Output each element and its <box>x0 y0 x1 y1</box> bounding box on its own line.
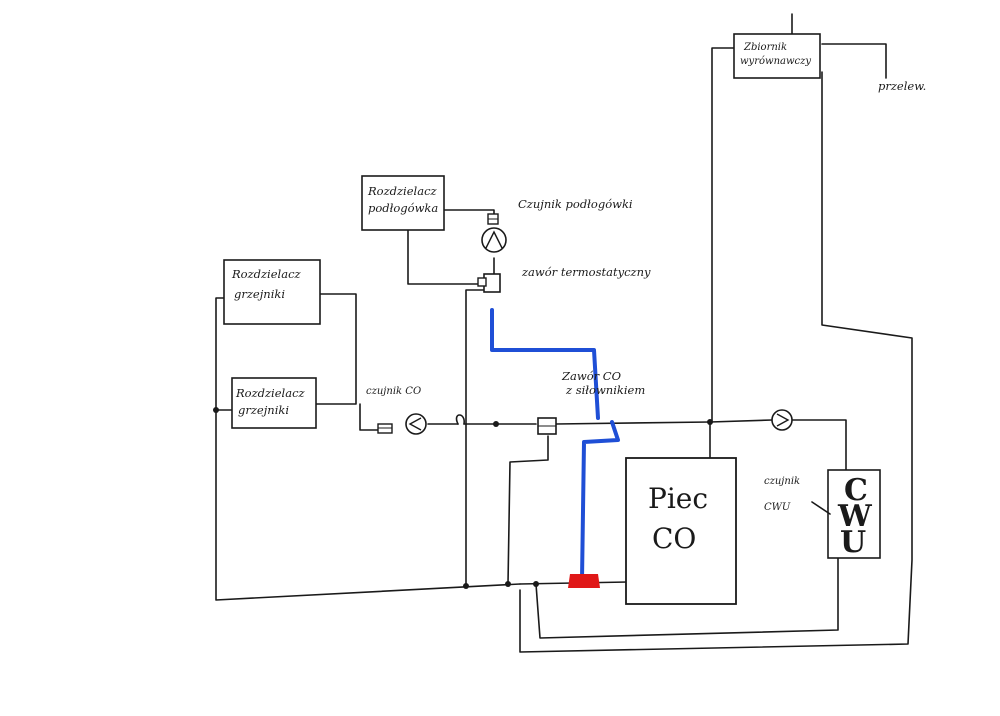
svg-text:podłogówka: podłogówka <box>368 201 438 215</box>
svg-text:wyrównawczy: wyrównawczy <box>740 56 811 67</box>
svg-text:U: U <box>840 525 866 560</box>
svg-text:Piec: Piec <box>648 482 708 515</box>
svg-text:C: C <box>844 473 868 508</box>
radiator-manifold-top: Rozdzielacz grzejniki <box>223 259 321 325</box>
overflow-label: przelew. <box>878 79 926 93</box>
pipe-network <box>215 13 913 653</box>
cwu-tank: C W U <box>827 469 881 560</box>
expansion-tank: Zbiornik wyrównawczy <box>733 33 821 79</box>
svg-text:Rozdzielacz: Rozdzielacz <box>235 386 306 400</box>
svg-text:grzejniki: grzejniki <box>234 287 285 301</box>
co-valve-label-1: Zawór CO <box>561 369 622 383</box>
pump-icon <box>771 409 793 431</box>
pump-icon <box>405 413 427 435</box>
sensor-icon <box>487 213 499 225</box>
svg-text:W: W <box>837 499 873 534</box>
svg-text:Rozdzielacz: Rozdzielacz <box>231 267 302 281</box>
furnace-co: Piec CO <box>625 457 737 605</box>
red-tee-marker <box>568 574 600 588</box>
floor-heating-manifold: Rozdzielacz podłogówka <box>361 175 445 231</box>
thermostatic-valve-icon <box>477 273 501 293</box>
floor-sensor-label: Czujnik podłogówki <box>518 197 633 211</box>
actuator-valve-icon <box>537 417 557 435</box>
thermostatic-valve-label: zawór termostatyczny <box>521 265 651 279</box>
cwu-sensor-label-1: czujnik <box>764 476 800 487</box>
co-valve-label-2: z siłownikiem <box>565 383 645 397</box>
co-sensor-label: czujnik CO <box>366 386 421 397</box>
junction-dot-icon <box>213 407 713 589</box>
cwu-sensor-leader <box>811 501 831 515</box>
svg-text:CO: CO <box>652 522 696 555</box>
sensor-icon <box>377 423 393 434</box>
radiator-manifold-bottom: Rozdzielacz grzejniki <box>231 377 317 429</box>
cwu-sensor-label-2: CWU <box>764 502 791 513</box>
highlighted-pipe <box>490 308 620 588</box>
svg-text:grzejniki: grzejniki <box>238 403 289 417</box>
pump-icon <box>481 227 507 253</box>
svg-text:Rozdzielacz: Rozdzielacz <box>367 184 438 198</box>
svg-text:Zbiornik: Zbiornik <box>743 42 787 53</box>
